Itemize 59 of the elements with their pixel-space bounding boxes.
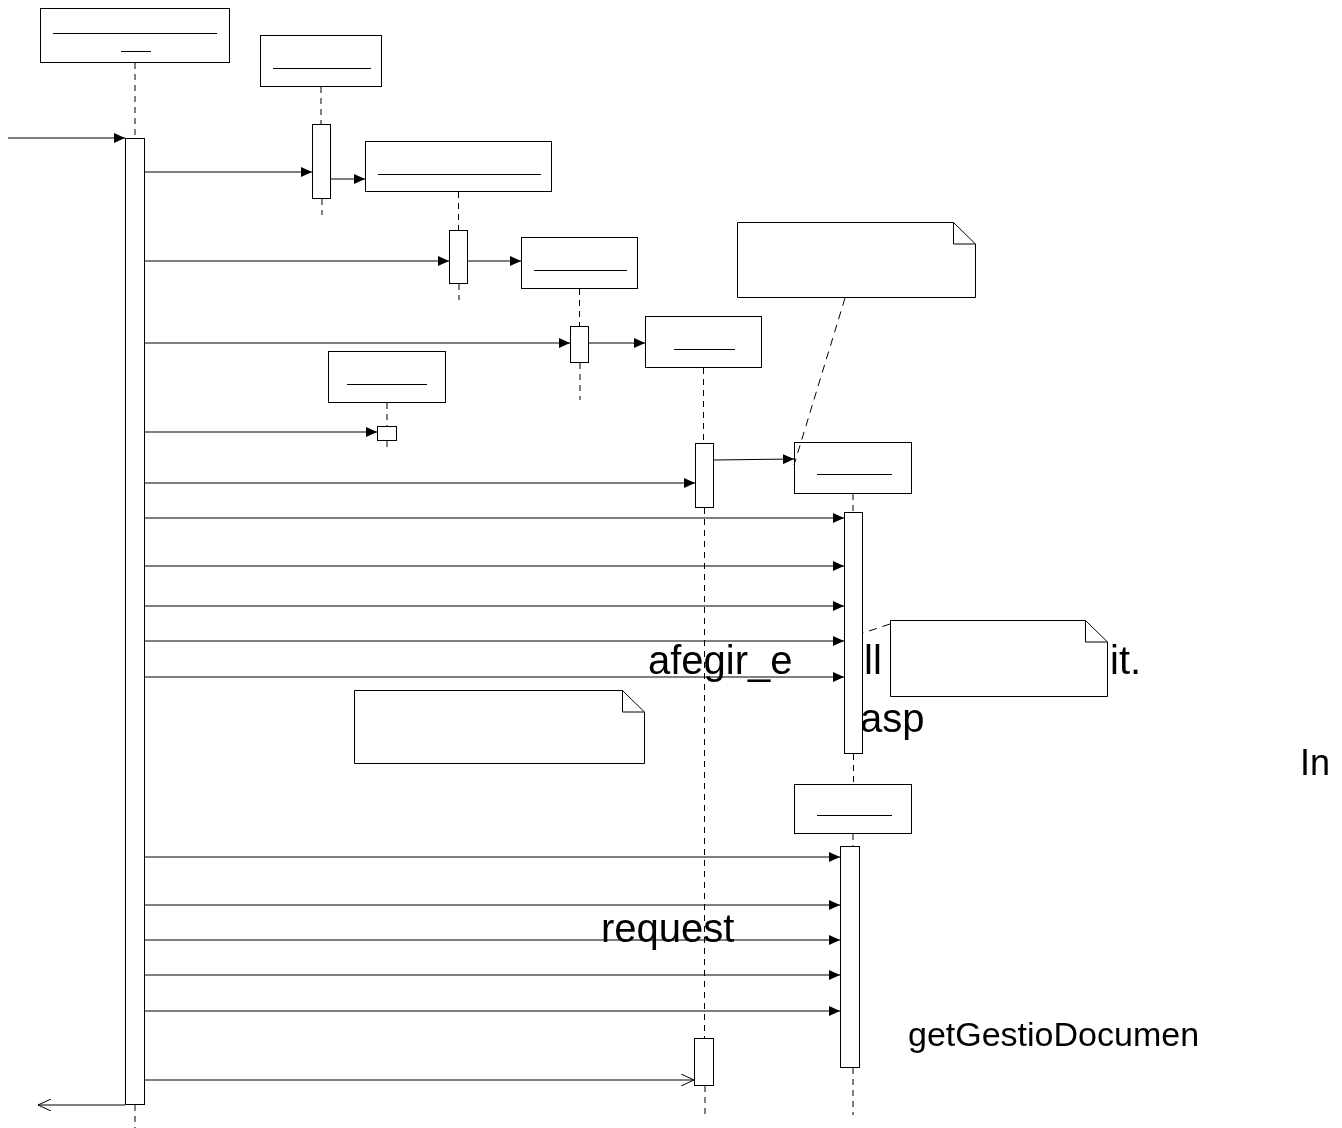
- activation-bar: [570, 326, 589, 363]
- object-box: [365, 141, 552, 192]
- lifeline: [852, 493, 854, 513]
- activation-bar: [844, 512, 863, 754]
- message-arrow: [144, 636, 845, 646]
- activation-bar: [449, 230, 468, 284]
- message-text: it.: [1110, 640, 1142, 680]
- activation-bar: [312, 124, 331, 199]
- message-text: In: [1300, 745, 1331, 781]
- message-text: afegir_e: [648, 640, 793, 680]
- activation-bar: [125, 138, 145, 1105]
- object-box: [260, 35, 382, 87]
- lifeline: [386, 402, 388, 427]
- message-arrow: [144, 601, 845, 611]
- message-arrow: [7, 133, 126, 143]
- message-arrow: [144, 338, 571, 348]
- message-arrow: [144, 561, 845, 571]
- note: [890, 620, 1108, 697]
- object-box: [794, 784, 912, 834]
- message-arrow: [144, 478, 696, 488]
- message-arrow: [144, 970, 841, 980]
- note: [354, 690, 645, 764]
- message-text: ll: [864, 640, 882, 680]
- lifeline: [853, 753, 854, 785]
- note: [737, 222, 976, 298]
- lifeline: [852, 833, 854, 847]
- leader-line: [862, 623, 891, 634]
- message-arrow: [330, 174, 366, 184]
- message-arrow: [713, 454, 795, 465]
- message-arrow: [144, 256, 450, 266]
- message-arrow: [144, 513, 845, 523]
- message-text: getGestioDocumen: [908, 1017, 1200, 1051]
- message-arrow: [144, 1006, 841, 1016]
- message-arrow: [144, 935, 841, 945]
- object-box: [794, 442, 912, 494]
- object-box: [645, 316, 762, 368]
- message-arrow: [144, 900, 841, 910]
- activation-bar: [695, 443, 714, 508]
- activation-bar: [377, 426, 397, 441]
- message-text: request: [601, 908, 735, 948]
- lifeline: [320, 86, 322, 125]
- activation-bar: [694, 1038, 714, 1086]
- object-box: [328, 351, 446, 403]
- lifeline: [579, 288, 580, 327]
- activation-bar: [840, 846, 860, 1068]
- lifeline: [704, 507, 705, 1039]
- message-arrow: [144, 167, 313, 177]
- message-arrow: [144, 1073, 695, 1087]
- message-arrow: [144, 427, 378, 437]
- message-text: asp: [860, 698, 925, 738]
- lifeline: [458, 191, 459, 231]
- object-box: [40, 8, 230, 63]
- leader-line: [793, 297, 846, 466]
- object-box: [521, 237, 638, 289]
- message-arrow: [37, 1098, 126, 1112]
- message-arrow: [144, 672, 845, 682]
- message-arrow: [144, 852, 841, 862]
- message-arrow: [588, 338, 646, 348]
- message-arrow: [467, 256, 522, 266]
